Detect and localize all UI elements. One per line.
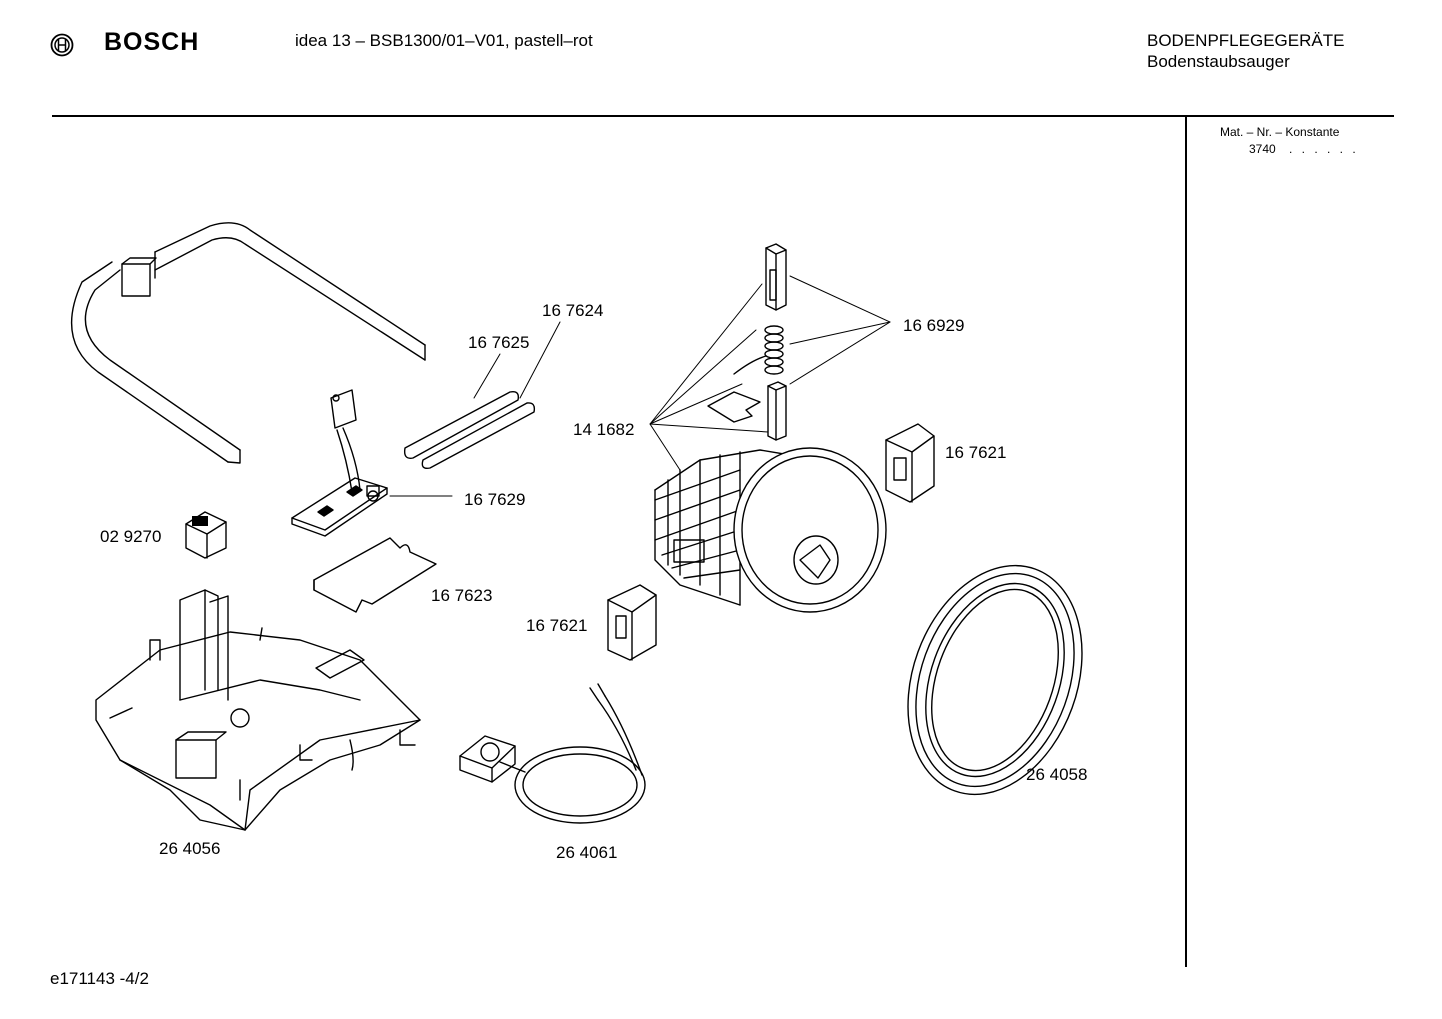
motor-part [654,447,887,613]
part-label-167621-lower: 16 7621 [526,616,587,635]
mat-nr-dots: . . . . . . [1289,142,1359,156]
sidebar-divider [1185,117,1187,967]
category-title: BODENPFLEGEGERÄTE [1147,31,1345,50]
mat-nr-title: Mat. – Nr. – Konstante [1220,125,1340,139]
part-label-264056: 26 4056 [159,839,220,858]
part-label-167624: 16 7624 [542,301,603,320]
sealing-ring-part [907,564,1083,796]
leader-lines [389,275,891,497]
insulation-plate-part [313,537,437,613]
power-cord-part [459,683,646,824]
model-title: idea 13 – BSB1300/01–V01, pastell–rot [295,31,593,50]
part-label-029270: 02 9270 [100,527,161,546]
part-label-264058: 26 4058 [1026,765,1087,784]
part-label-167625: 16 7625 [468,333,529,352]
circuit-board-part [291,389,388,537]
header-divider [52,115,1394,117]
brush-clip-part-lower [607,584,657,661]
part-label-141682: 14 1682 [573,420,634,439]
part-label-264061: 26 4061 [556,843,617,862]
part-label-166929: 16 6929 [903,316,964,335]
part-label-167621-upper: 16 7621 [945,443,1006,462]
part-label-167623: 16 7623 [431,586,492,605]
mat-nr-value: 3740 [1249,142,1276,156]
bosch-logo-icon [50,33,74,57]
carbon-brush-part [707,243,787,441]
brand-name: BOSCH [104,28,200,56]
part-label-167629: 16 7629 [464,490,525,509]
rod-part-167624 [421,402,536,470]
base-housing-part [95,589,421,831]
brush-clip-part-upper [885,423,935,503]
handle-bow-part [70,222,426,464]
subcategory-title: Bodenstaubsauger [1147,52,1290,71]
switch-part [185,511,227,559]
rod-part-167625 [403,390,520,459]
document-id: e171143 -4/2 [50,969,149,988]
